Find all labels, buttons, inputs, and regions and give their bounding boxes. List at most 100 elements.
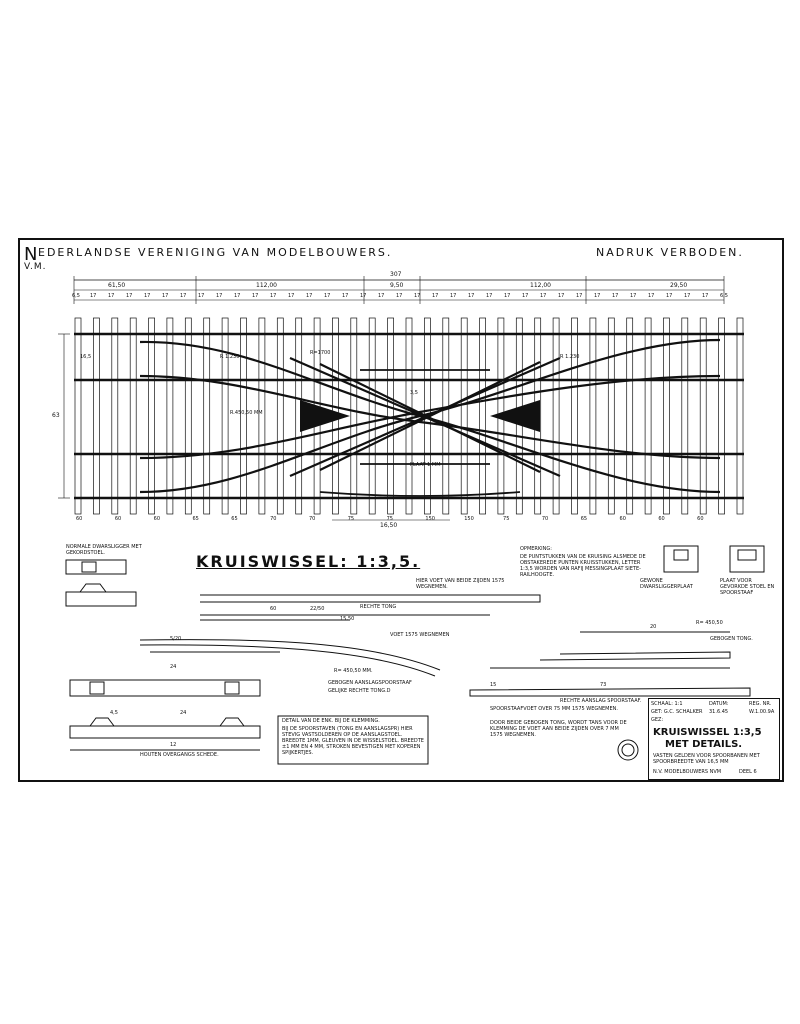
sleeper (405, 317, 413, 515)
radius-label: R= 450,50 MM. (334, 668, 373, 674)
sleeper-spacing-label: 17 (630, 293, 637, 299)
sleeper-spacing-label: 17 (486, 293, 493, 299)
sleeper (663, 317, 670, 515)
society-abbrev: V.M. (24, 262, 47, 272)
plate-label-2: PLAAT VOOR GEVORKDE STOEL EN SPOORSTAAF (720, 578, 775, 596)
side-dimension: 63 (52, 412, 60, 419)
title-block-footer: N.V. MODELBOUWERS NVM (653, 769, 722, 775)
title-block-cell: GET: G.C. SCHALKER (651, 709, 703, 715)
sleeper-length-label: 150 (464, 516, 474, 522)
sleeper-length-label: 70 (308, 516, 316, 522)
plank-label: HOUTEN OVERGANGS SCHEDE. (140, 752, 219, 758)
sleeper-spacing-label: 17 (360, 293, 367, 299)
dim-4: 20 (650, 624, 657, 630)
title-block-cell: DATUM: (709, 701, 729, 707)
sleeper-length-label: 65 (580, 516, 588, 522)
dim-7: 24 (170, 664, 177, 670)
dim-1: 60 (270, 606, 277, 612)
title-block-cell: GEZ: (651, 717, 664, 723)
inner-label-1: R 1.230 (220, 354, 240, 360)
title-block-cell: REG. NR. (749, 701, 772, 707)
title-block-cell: SCHAAL: 1:1 (651, 701, 683, 707)
sleeper-spacing-label: 17 (180, 293, 187, 299)
dim-3: 15,50 (340, 616, 355, 622)
sleeper-detail (65, 559, 127, 575)
cross-rail-3 (319, 363, 541, 473)
title-block-cell: 31.6.45 (709, 709, 729, 715)
sleeper-length-label: 150 (425, 516, 435, 522)
title-block-subtitle: VASTEN GELDEN VOOR SPOORBANEN MET SPOORB… (653, 753, 760, 765)
sleeper-spacing-label: 17 (378, 293, 385, 299)
sleeper (350, 317, 358, 515)
inner-label-3: R=1700 (310, 350, 331, 356)
sleeper-spacing-label: 17 (342, 293, 349, 299)
tong-straight-label: RECHTE TONG (360, 604, 397, 610)
sleeper (184, 317, 192, 515)
sleeper-length-label: 65 (231, 516, 238, 522)
sleeper (626, 317, 634, 515)
sleeper-length-label: 60 (114, 516, 122, 522)
sleeper (681, 317, 689, 515)
plate-label-1: GEWONE DWARSLIGGERPLAAT (640, 578, 693, 590)
title-block-line2: MET DETAILS. (665, 739, 743, 750)
plate-detail-1 (663, 545, 699, 573)
sleeper-spacing-label: 17 (126, 293, 133, 299)
sleeper-spacing-label: 17 (144, 293, 151, 299)
sleeper-section (65, 591, 137, 607)
sleeper (442, 317, 450, 515)
sleeper-spacing-label: 17 (396, 293, 403, 299)
segment-length-2: 112,00 (256, 282, 277, 289)
diverging-rails (139, 338, 721, 494)
sleeper (736, 317, 744, 515)
inner-label-6: PLAAT 1 MM (410, 462, 441, 468)
overall-length: 307 (390, 271, 402, 278)
sleeper-spacing-label: 17 (594, 293, 601, 299)
sleeper (699, 317, 707, 515)
sleeper-spacing-label: 17 (558, 293, 565, 299)
sleeper-spacing-label: 17 (234, 293, 241, 299)
sleeper (93, 317, 100, 515)
sleeper-length-label: 60 (153, 516, 161, 522)
society-initial: N (24, 244, 38, 265)
sleeper-length-label: 60 (658, 516, 665, 522)
sleeper (552, 317, 560, 515)
detail-text: BIJ DE SPOORSTAVEN (TONG EN AANSLAGSPR) … (282, 726, 424, 756)
sleeper (276, 317, 284, 515)
sleeper-length-label: 75 (347, 516, 355, 522)
sleeper-spacing-label: 17 (522, 293, 529, 299)
sleeper-label: NORMALE DWARSLIGGER MET GEKORDSTOEL. (66, 544, 142, 556)
dimension-ticks (73, 276, 725, 304)
sleeper-spacing-label: 17 (288, 293, 295, 299)
sleeper-length-label: 75 (386, 516, 393, 522)
sleeper-spacing-label: 17 (666, 293, 673, 299)
drawing-title: KRUISWISSEL: 1:3,5. (196, 552, 421, 571)
sleeper-spacing-label: 17 (504, 293, 511, 299)
straight-rail-drawing (469, 687, 751, 697)
dim-10: 24 (180, 710, 187, 716)
sleeper (221, 317, 229, 515)
sleeper (129, 317, 137, 515)
bent-rail-label: GEBOGEN AANSLAGSPOORSTAAF (328, 680, 412, 686)
sleeper (460, 317, 468, 515)
sleeper-spacing-label: 17 (90, 293, 97, 299)
sleeper-spacing-label: 17 (648, 293, 655, 299)
bent-tongue-drawing (139, 639, 441, 671)
sleeper-spacing-label: 17 (702, 293, 709, 299)
frog-left (300, 400, 350, 432)
sleeper-spacing-label: 17 (162, 293, 169, 299)
plank-detail (69, 679, 261, 697)
sleeper-length-label: 70 (270, 516, 277, 522)
sleeper (258, 317, 266, 515)
sleeper-length-label: 65 (192, 516, 199, 522)
sleeper-length-label: 60 (76, 516, 83, 522)
track-plan-svg (58, 276, 765, 765)
sleeper-spacing-label: 17 (198, 293, 205, 299)
straight-tongue-drawing (200, 594, 541, 603)
bottom-dimension: 16,50 (380, 522, 398, 529)
sleeper-spacing-label: 17 (324, 293, 331, 299)
sleeper (203, 317, 211, 515)
sleeper-length-label: 60 (697, 516, 704, 522)
cross-rail-2 (289, 356, 561, 478)
title-block-footer-right: DEEL 6 (739, 769, 757, 775)
tong-bent-label: GEBOGEN TONG. (710, 636, 753, 642)
